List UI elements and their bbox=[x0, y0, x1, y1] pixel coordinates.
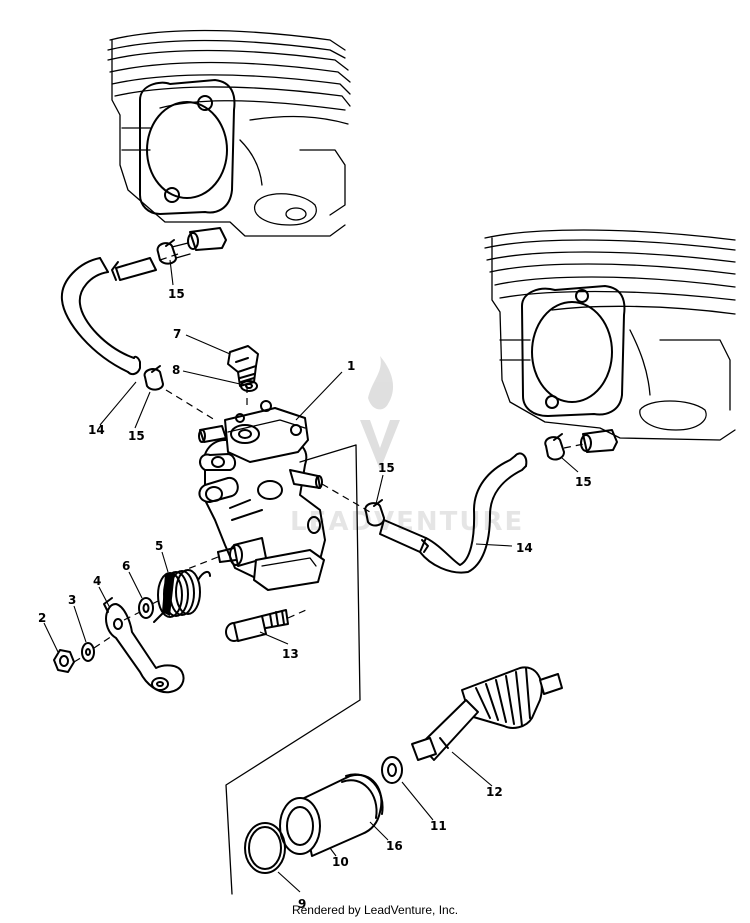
spring-5 bbox=[153, 569, 211, 623]
drive-gear-12 bbox=[411, 666, 563, 761]
leadventure-watermark bbox=[360, 356, 400, 470]
clamp-15-upper-left bbox=[156, 239, 191, 265]
callout-15-lower-left: 15 bbox=[128, 429, 145, 443]
assembly-bracket bbox=[225, 444, 361, 895]
washer-8 bbox=[240, 380, 258, 392]
callout-14-left: 14 bbox=[88, 423, 105, 437]
callout-4: 4 bbox=[93, 574, 101, 588]
callout-16: 16 bbox=[386, 839, 403, 853]
callout-14-right: 14 bbox=[516, 541, 533, 555]
bracket-top bbox=[299, 444, 357, 463]
callout-10: 10 bbox=[332, 855, 349, 869]
callout-7: 7 bbox=[173, 327, 181, 341]
callout-15-right: 15 bbox=[575, 475, 592, 489]
lever-axis bbox=[73, 599, 161, 663]
right-cylinder bbox=[484, 229, 736, 453]
nut-2 bbox=[53, 649, 75, 673]
left-oil-hose bbox=[60, 253, 179, 376]
watermark-text: LEADVENTURE bbox=[290, 507, 524, 537]
washer-11 bbox=[381, 756, 403, 784]
callout-2: 2 bbox=[38, 611, 46, 625]
callout-6: 6 bbox=[122, 559, 130, 573]
callout-3: 3 bbox=[68, 593, 76, 607]
callout-12: 12 bbox=[486, 785, 503, 799]
clamp-15-right-center bbox=[364, 499, 385, 527]
oil-pump-body bbox=[184, 400, 326, 591]
washer-3 bbox=[81, 642, 95, 662]
o-ring-16 bbox=[341, 773, 384, 819]
callout-9: 9 bbox=[298, 897, 306, 911]
callout-15-upper-left: 15 bbox=[168, 287, 185, 301]
callouts: 1 2 3 4 5 6 7 8 9 10 11 12 13 14 14 15 1… bbox=[38, 287, 592, 911]
bolt-13 bbox=[225, 609, 307, 642]
leader-lines bbox=[43, 259, 579, 893]
right-oil-hose bbox=[321, 452, 528, 574]
callout-11: 11 bbox=[430, 819, 447, 833]
washer-6 bbox=[138, 597, 154, 619]
callout-8: 8 bbox=[172, 363, 180, 377]
callout-1: 1 bbox=[347, 359, 355, 373]
bushing-10 bbox=[279, 773, 383, 857]
lever-4 bbox=[103, 597, 185, 694]
banjo-bolt-7 bbox=[227, 345, 259, 410]
callout-13: 13 bbox=[282, 647, 299, 661]
callout-15-center: 15 bbox=[378, 461, 395, 475]
clamp-15-right-far bbox=[544, 433, 585, 461]
clamp-15-lower-left bbox=[143, 365, 216, 421]
callout-5: 5 bbox=[155, 539, 163, 553]
o-ring-9 bbox=[244, 822, 286, 874]
left-cylinder bbox=[107, 29, 351, 251]
render-credit: Rendered by LeadVenture, Inc. bbox=[291, 903, 459, 917]
